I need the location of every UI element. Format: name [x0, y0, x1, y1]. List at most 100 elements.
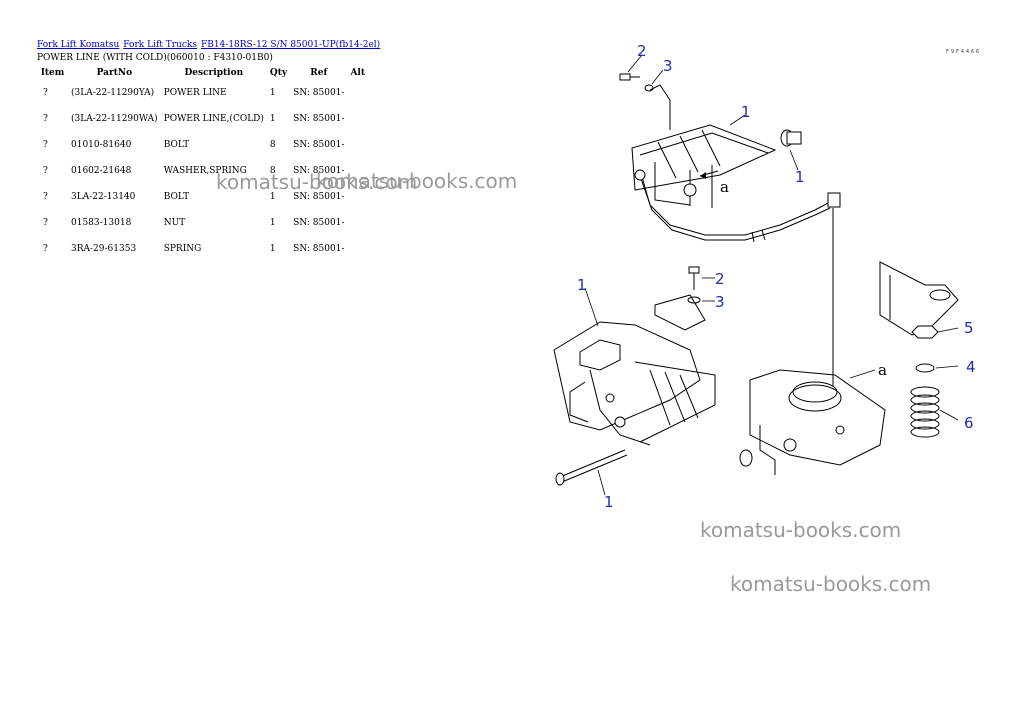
leader [935, 365, 959, 369]
washer-upper [644, 84, 654, 92]
cell-ref: SN: 85001- [293, 166, 345, 176]
cell-partno: 3LA-22-13140 [71, 192, 136, 202]
cell-description: POWER LINE,(COLD) [163, 114, 264, 124]
cell-ref: SN: 85001- [293, 114, 345, 124]
leader [789, 149, 799, 171]
table-row: ? 01602-21648 WASHER,SPRING 8 SN: 85001- [37, 158, 368, 184]
cell-item: ? [43, 88, 48, 98]
power-line-lower [553, 321, 716, 446]
cell-alt [347, 132, 368, 158]
callout-label: 5 [964, 319, 974, 337]
cell-alt [347, 236, 368, 262]
reference-letter: a [720, 178, 729, 196]
cell-partno: (3LA-22-11290WA) [71, 114, 158, 124]
cell-alt [347, 184, 368, 210]
callout-label: 3 [715, 293, 725, 311]
cell-ref: SN: 85001- [293, 140, 345, 150]
cell-description: BOLT [163, 192, 190, 202]
parts-diagram: 2 3 1 1 a 2 1 3 5 4 a 6 1 [553, 42, 976, 510]
cell-item: ? [43, 140, 48, 150]
cell-alt [347, 210, 368, 236]
nut [911, 325, 939, 339]
table-row: ? 3RA-29-61353 SPRING 1 SN: 85001- [37, 236, 368, 262]
cell-description: NUT [163, 218, 186, 228]
parts-table: Item PartNo Description Qty Ref Alt ? (3… [37, 66, 368, 262]
callout-label: 1 [604, 493, 614, 510]
col-header-alt: Alt [350, 68, 366, 78]
callout-label: 4 [966, 358, 976, 376]
cell-partno: 01010-81640 [71, 140, 132, 150]
table-row: ? (3LA-22-11290YA) POWER LINE 1 SN: 8500… [37, 80, 368, 106]
cell-qty: 1 [269, 88, 276, 98]
cell-qty: 1 [269, 192, 276, 202]
cell-alt [347, 80, 368, 106]
col-header-description: Description [184, 68, 244, 78]
breadcrumb-link-model[interactable]: FB14-18RS-12 S/N 85001-UP(fb14-2el) [200, 40, 381, 50]
bracket-housing [739, 369, 886, 475]
leader [729, 114, 746, 126]
callout-label: 1 [741, 103, 751, 121]
callout-label: 6 [964, 414, 974, 432]
table-row: ? 01010-81640 BOLT 8 SN: 85001- [37, 132, 368, 158]
spring-washer [915, 363, 935, 373]
leader [597, 469, 606, 496]
cell-description: SPRING [163, 244, 202, 254]
leader [651, 69, 664, 85]
bolt-upper [619, 73, 640, 81]
cell-item: ? [43, 166, 48, 176]
cell-partno: 01583-13018 [71, 218, 132, 228]
cell-ref: SN: 85001- [293, 88, 345, 98]
table-header-row: Item PartNo Description Qty Ref Alt [37, 66, 368, 80]
table-row: ? (3LA-22-11290WA) POWER LINE,(COLD) 1 S… [37, 106, 368, 132]
callout-label: 1 [577, 276, 587, 294]
col-header-item: Item [40, 68, 65, 78]
callout-label: 1 [795, 168, 805, 186]
cell-item: ? [43, 114, 48, 124]
diagram-code: F9F4466 [946, 49, 982, 55]
col-header-ref: Ref [310, 68, 328, 78]
watermark-text: komatsu-books.com [730, 572, 932, 596]
leader [627, 54, 643, 73]
cell-partno: 01602-21648 [71, 166, 132, 176]
callout-label: 2 [715, 270, 725, 288]
leader [584, 287, 599, 327]
cell-ref: SN: 85001- [293, 244, 345, 254]
cell-alt [347, 158, 368, 184]
page-title: POWER LINE (WITH COLD)(060010 : F4310-01… [37, 53, 273, 63]
breadcrumb-link-brand[interactable]: Fork Lift Komatsu [37, 40, 120, 50]
arrow-head [700, 172, 706, 179]
table-row: ? 01583-13018 NUT 1 SN: 85001- [37, 210, 368, 236]
cell-alt [347, 106, 368, 132]
col-header-partno: PartNo [96, 68, 133, 78]
leader [939, 409, 959, 421]
washer-middle [687, 296, 701, 304]
cover-plate [654, 294, 706, 331]
cell-ref: SN: 85001- [293, 218, 345, 228]
leader [937, 327, 959, 333]
cell-description: POWER LINE [163, 88, 227, 98]
callout-label: 2 [637, 42, 647, 60]
power-line-upper [631, 84, 841, 243]
bolt-middle [688, 266, 700, 290]
cell-qty: 1 [269, 244, 276, 254]
cell-qty: 8 [269, 140, 276, 150]
callout-label: 3 [663, 57, 673, 75]
cell-item: ? [43, 192, 48, 202]
cell-partno: (3LA-22-11290YA) [71, 88, 155, 98]
spring [910, 386, 940, 438]
col-header-qty: Qty [269, 68, 288, 78]
mount-plate [879, 261, 959, 336]
cell-qty: 1 [269, 218, 276, 228]
cell-item: ? [43, 218, 48, 228]
pin-upper [780, 129, 802, 147]
reference-letter: a [878, 361, 887, 379]
breadcrumb-link-category[interactable]: Fork Lift Trucks [123, 40, 197, 50]
cell-partno: 3RA-29-61353 [71, 244, 137, 254]
cell-qty: 1 [269, 114, 276, 124]
cell-qty: 8 [269, 166, 276, 176]
pin-lower [555, 449, 628, 486]
cell-description: WASHER,SPRING [163, 166, 247, 176]
cell-description: BOLT [163, 140, 190, 150]
table-row: ? 3LA-22-13140 BOLT 1 SN: 85001- [37, 184, 368, 210]
